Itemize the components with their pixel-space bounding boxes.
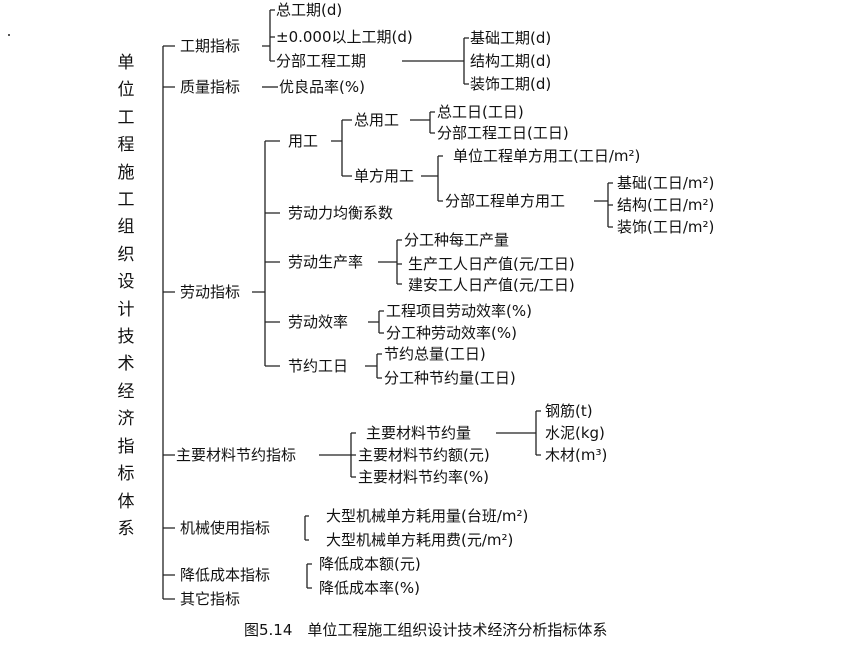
node-unit-area-labor: 单方用工 — [354, 167, 415, 185]
root-char: 济 — [117, 409, 135, 430]
node-output-per-worker: 分工种每工产量 — [404, 231, 510, 249]
node-total-labor: 总用工 — [354, 111, 400, 129]
root-char: 系 — [117, 518, 135, 539]
node-structure-schedule: 结构工期(d) — [470, 52, 552, 70]
root-char: 指 — [117, 436, 135, 457]
root-char: 织 — [117, 244, 135, 265]
node-labor-efficiency: 劳动效率 — [288, 313, 349, 331]
root-char: 施 — [117, 162, 135, 183]
node-total-workday: 总工日(工日) — [437, 103, 524, 121]
node-decoration-labor: 装饰(工日/m²) — [617, 218, 715, 236]
node-cost-index: 降低成本指标 — [180, 566, 271, 584]
node-material-value: 主要材料节约额(元) — [358, 446, 490, 464]
node-machine-shifts: 大型机械单方耗用量(台班/m²) — [326, 507, 529, 525]
root-char: 术 — [117, 354, 135, 375]
node-above-zero-schedule: ±0.000以上工期(d) — [276, 28, 413, 46]
root-char: 单 — [117, 53, 135, 73]
root-char: 组 — [117, 217, 135, 238]
node-labor-productivity: 劳动生产率 — [288, 253, 364, 271]
root-char: 位 — [117, 80, 135, 101]
root-char: 体 — [117, 491, 135, 512]
scan-speck — [8, 34, 10, 36]
node-installation-output: 建安工人日产值(元/工日) — [408, 276, 575, 294]
node-other-index: 其它指标 — [180, 590, 241, 608]
node-quality-rate: 优良品率(%) — [279, 78, 365, 96]
node-machine-cost: 大型机械单方耗用费(元/m²) — [326, 531, 514, 549]
node-total-schedule: 总工期(d) — [276, 1, 343, 19]
node-material-rate: 主要材料节约率(%) — [358, 468, 489, 486]
root-label: 单 位 工 程 施 工 组 织 设 计 技 术 经 济 指 标 体 系 — [111, 50, 141, 543]
node-trade-saving: 分工种节约量(工日) — [384, 369, 516, 387]
node-sub-schedule: 分部工程工期 — [276, 52, 367, 70]
node-material-index: 主要材料节约指标 — [176, 446, 297, 464]
node-timber: 木材(m³) — [545, 446, 608, 464]
node-cement: 水泥(kg) — [545, 424, 605, 442]
node-labor-balance: 劳动力均衡系数 — [288, 204, 394, 222]
root-char: 工 — [117, 107, 135, 128]
node-decoration-schedule: 装饰工期(d) — [470, 75, 552, 93]
node-unit-project-area-labor: 单位工程单方用工(工日/m²) — [453, 147, 641, 165]
node-steel: 钢筋(t) — [545, 402, 593, 420]
node-production-output: 生产工人日产值(元/工日) — [408, 255, 575, 273]
node-trade-efficiency: 分工种劳动效率(%) — [386, 324, 517, 342]
node-structure-labor: 结构(工日/m²) — [617, 196, 715, 214]
node-saving-workday: 节约工日 — [288, 357, 349, 375]
node-sub-workday: 分部工程工日(工日) — [437, 124, 569, 142]
node-foundation-labor: 基础(工日/m²) — [617, 174, 715, 192]
node-foundation-schedule: 基础工期(d) — [470, 29, 552, 47]
node-material-amount: 主要材料节约量 — [366, 424, 472, 442]
root-char: 工 — [117, 190, 135, 211]
node-machinery-index: 机械使用指标 — [180, 519, 271, 537]
root-char: 计 — [117, 299, 135, 320]
root-char: 设 — [117, 272, 135, 293]
node-cost-amount: 降低成本额(元) — [319, 555, 421, 573]
node-total-saving: 节约总量(工日) — [384, 345, 486, 363]
root-char: 经 — [117, 381, 135, 402]
root-char: 程 — [117, 135, 135, 156]
node-quality-index: 质量指标 — [180, 78, 241, 96]
node-labor-index: 劳动指标 — [180, 283, 241, 301]
node-labor-use: 用工 — [288, 132, 319, 150]
node-cost-rate: 降低成本率(%) — [319, 579, 420, 597]
node-schedule-index: 工期指标 — [180, 37, 241, 55]
root-char: 标 — [117, 464, 135, 485]
figure-caption: 图5.14 单位工程施工组织设计技术经济分析指标体系 — [244, 621, 608, 639]
node-project-efficiency: 工程项目劳动效率(%) — [386, 302, 532, 320]
root-char: 技 — [117, 327, 135, 348]
node-sub-area-labor: 分部工程单方用工 — [445, 192, 566, 210]
